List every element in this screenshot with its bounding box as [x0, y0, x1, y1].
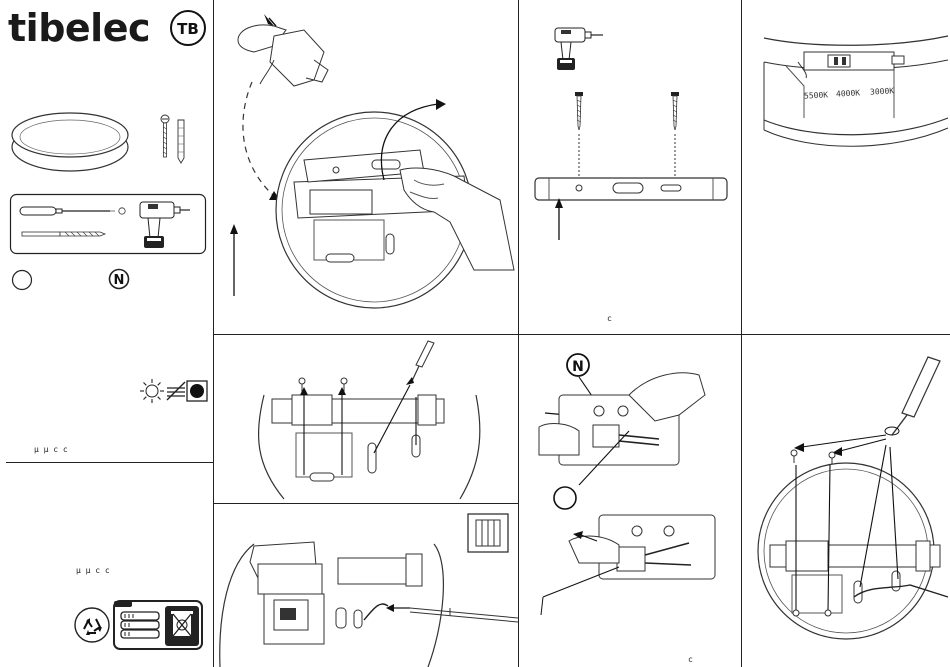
panel6-illustration [214, 504, 518, 667]
tools-box [10, 194, 206, 254]
screw-left [575, 92, 583, 130]
drill-note: c [607, 314, 612, 323]
divider-h3 [6, 462, 213, 463]
neutral-label: N [114, 273, 125, 288]
panel7-illustration: N [519, 335, 741, 667]
ceiling-lamp-illustration [10, 103, 130, 173]
drill-icon [555, 28, 603, 70]
kelvin-3000: 3000K [870, 86, 895, 96]
neutral-label-2: N [572, 359, 584, 375]
screw-right [671, 92, 679, 130]
battery-stack-icon [121, 612, 159, 638]
panel3-illustration [519, 0, 741, 334]
brand-logo-icon: TB [168, 8, 208, 48]
panel5-illustration [214, 335, 518, 503]
empty-circle-icon [11, 269, 33, 291]
junction-box-icon [468, 514, 508, 552]
brand-name: tibelec [8, 6, 150, 50]
bin-icon [171, 611, 193, 636]
kelvin-5500: 5500K [804, 90, 829, 100]
weee-bin-panel [113, 600, 203, 650]
note-line-1: μ μ c c [34, 445, 68, 454]
panel4-illustration [742, 0, 950, 334]
light-bulb-icon [139, 378, 165, 404]
brand-logo-text: TB [177, 20, 199, 38]
neutral-n-icon: N [567, 354, 589, 376]
note-line-2: μ μ c c [76, 566, 110, 575]
panel2-illustration [214, 0, 518, 334]
screw-icon [160, 115, 170, 163]
bottom-note: c [688, 655, 693, 664]
kelvin-4000: 4000K [836, 88, 861, 98]
recycle-icon [74, 607, 110, 643]
wall-plug-icon [176, 118, 186, 164]
solid-square-icon [186, 380, 208, 402]
neutral-n-icon: N [108, 268, 130, 290]
drill-bit-icon [22, 232, 105, 236]
no-cover-icon [165, 380, 187, 402]
screwdriver-icon [892, 357, 940, 435]
screwdriver-icon [412, 341, 434, 381]
panel8-illustration [742, 335, 950, 667]
